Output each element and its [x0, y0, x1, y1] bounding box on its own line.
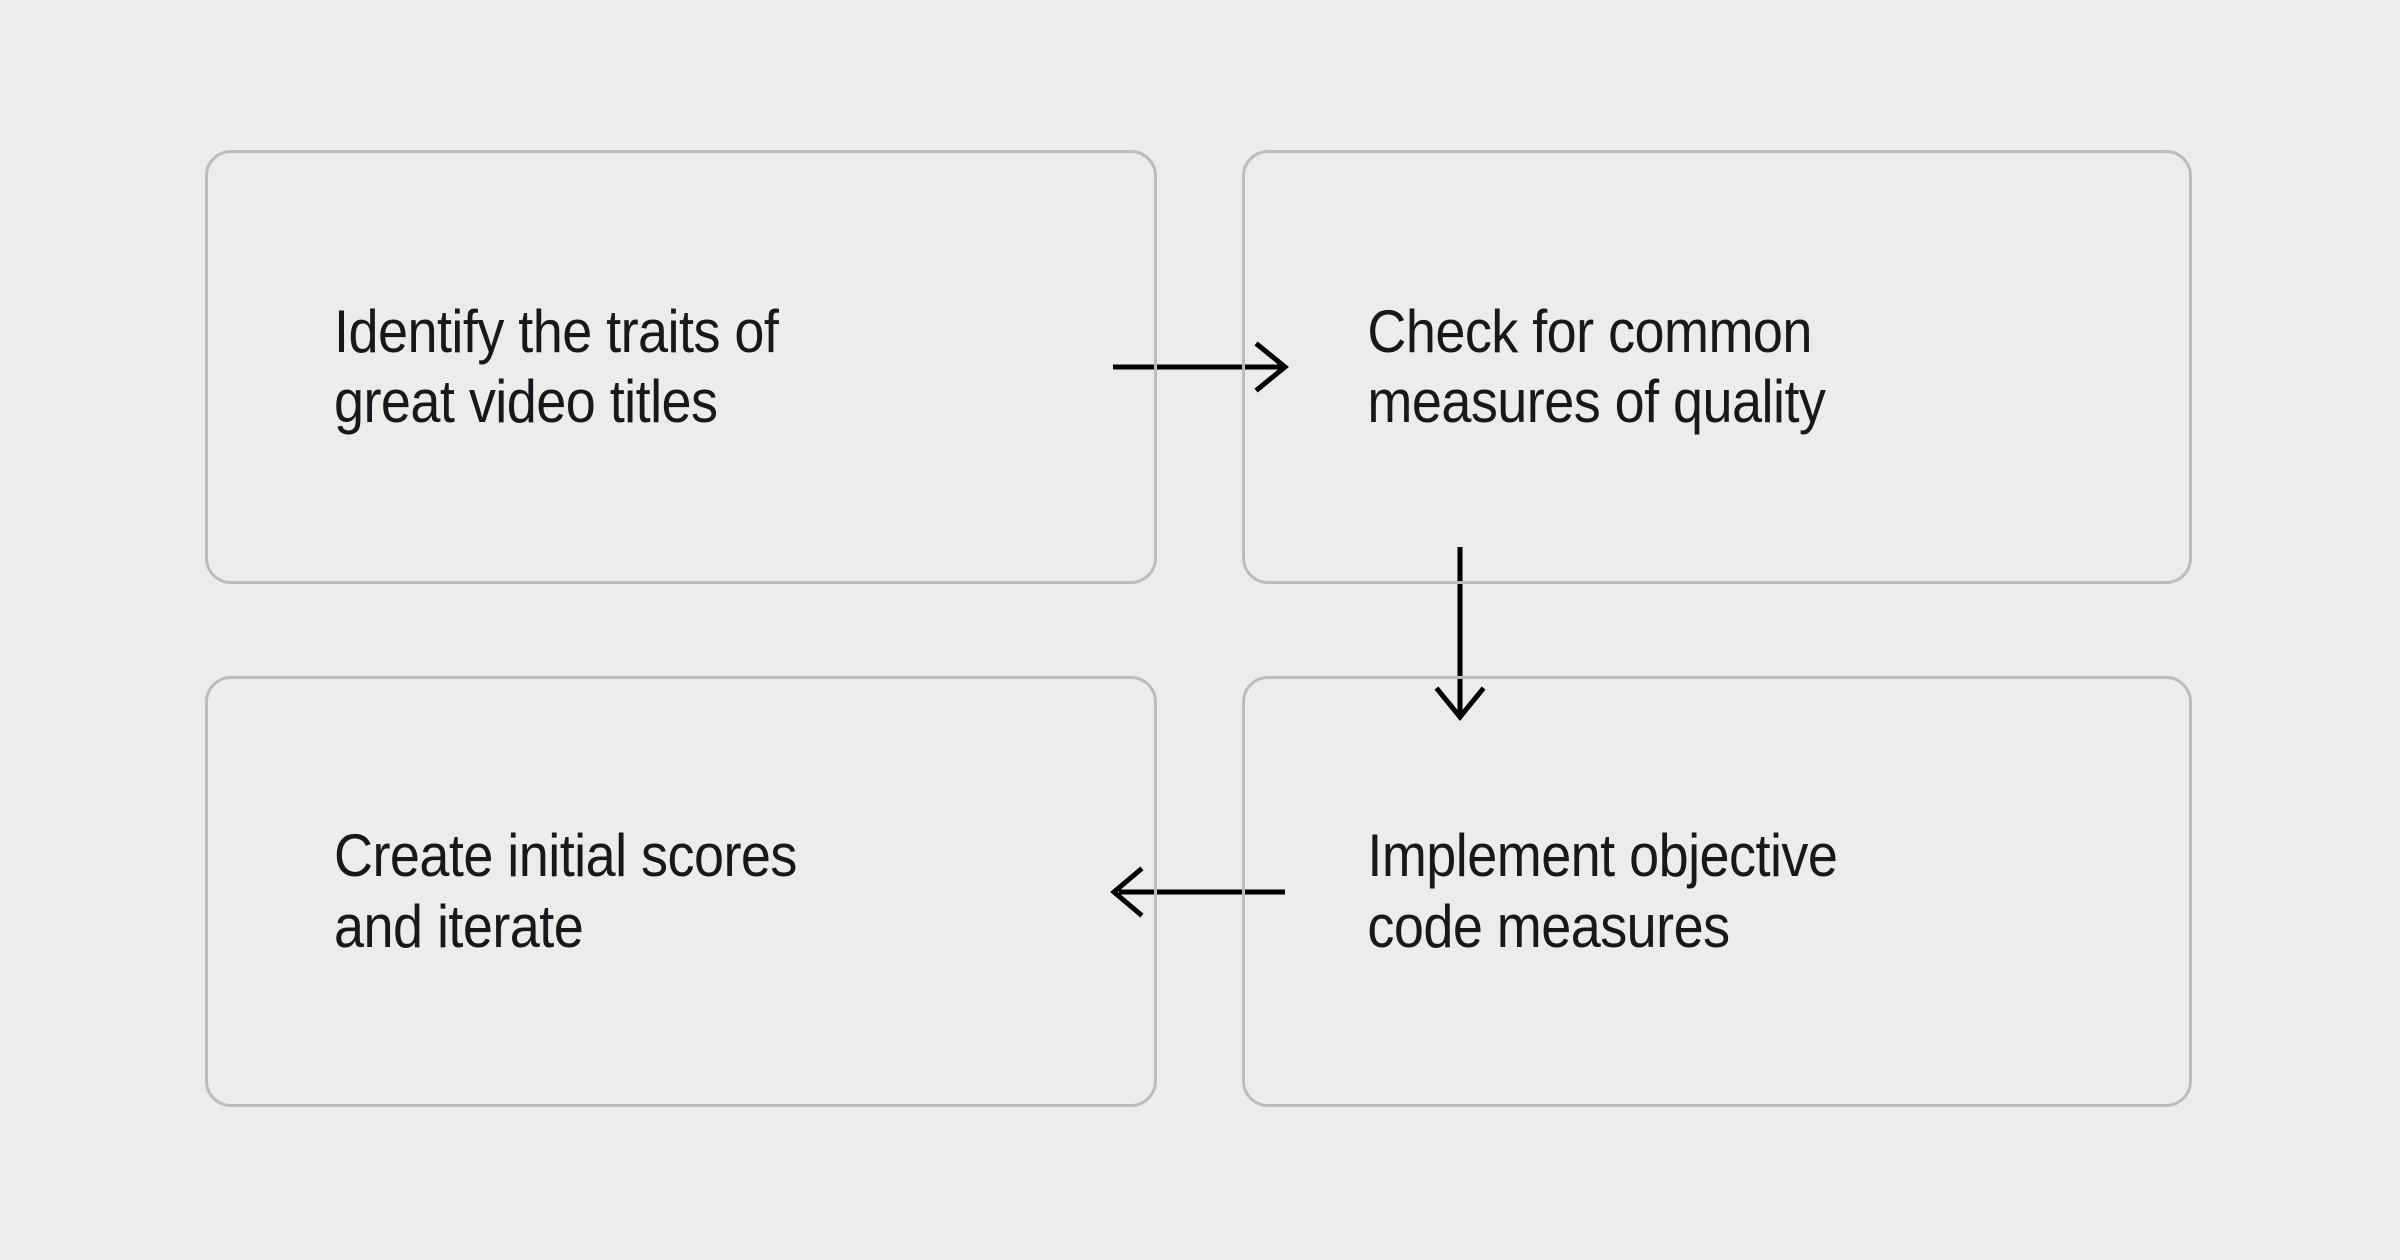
node-implement-code-measures-label: Implement objective code measures — [1367, 822, 1838, 960]
node-create-scores[interactable]: Create initial scores and iterate — [205, 676, 1157, 1107]
node-identify-traits-label: Identify the traits of great video title… — [334, 297, 779, 435]
node-check-measures-label: Check for common measures of quality — [1367, 297, 1826, 435]
node-create-scores-label: Create initial scores and iterate — [334, 822, 797, 960]
node-check-measures[interactable]: Check for common measures of quality — [1242, 150, 2192, 584]
node-implement-code-measures[interactable]: Implement objective code measures — [1242, 676, 2192, 1107]
node-identify-traits[interactable]: Identify the traits of great video title… — [205, 150, 1157, 584]
